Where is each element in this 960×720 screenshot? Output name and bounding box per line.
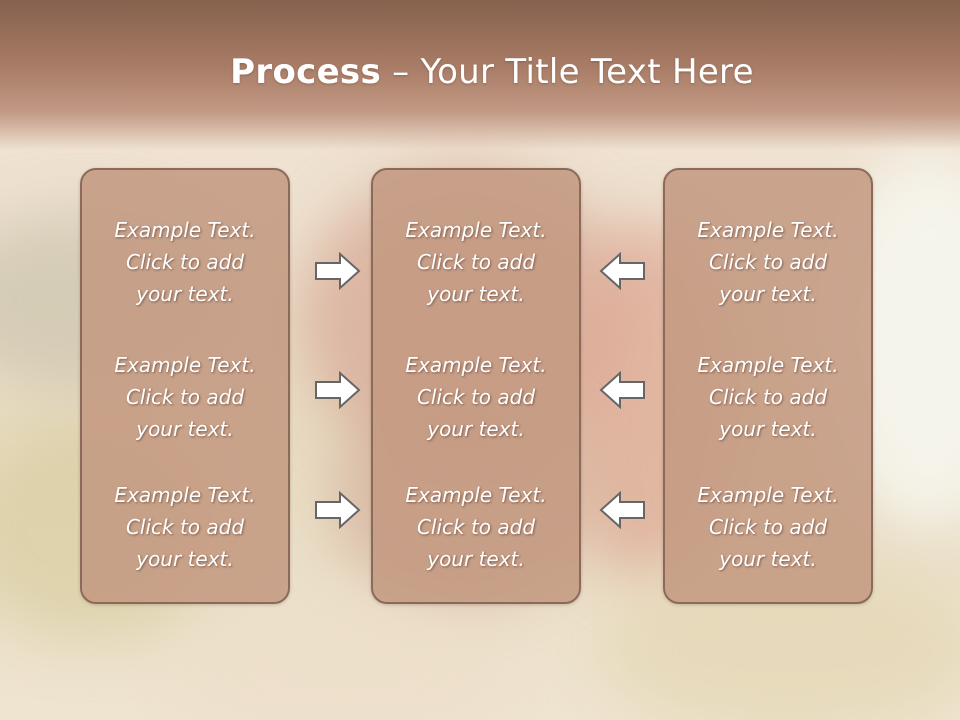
process-box-left[interactable]: Example Text. Click to add your text. Ex… <box>80 168 290 604</box>
slide-title[interactable]: Process – Your Title Text Here <box>0 52 960 92</box>
text-placeholder[interactable]: Example Text. Click to add your text. <box>114 353 256 441</box>
title-rest: – Your Title Text Here <box>381 52 754 92</box>
title-bold: Process <box>230 52 382 92</box>
text-placeholder[interactable]: Example Text. Click to add your text. <box>697 483 839 571</box>
arrow-left-icon <box>599 490 645 530</box>
arrow-right-icon <box>315 370 361 410</box>
text-placeholder[interactable]: Example Text. Click to add your text. <box>697 353 839 441</box>
process-box-center[interactable]: Example Text. Click to add your text. Ex… <box>371 168 581 604</box>
text-placeholder[interactable]: Example Text. Click to add your text. <box>405 483 547 571</box>
text-placeholder[interactable]: Example Text. Click to add your text. <box>405 353 547 441</box>
arrow-right-icon <box>315 490 361 530</box>
text-placeholder[interactable]: Example Text. Click to add your text. <box>114 218 256 306</box>
text-placeholder[interactable]: Example Text. Click to add your text. <box>114 483 256 571</box>
arrow-left-icon <box>599 251 645 291</box>
arrow-left-icon <box>599 370 645 410</box>
arrow-right-icon <box>315 251 361 291</box>
title-bar <box>0 0 960 150</box>
process-box-right[interactable]: Example Text. Click to add your text. Ex… <box>663 168 873 604</box>
text-placeholder[interactable]: Example Text. Click to add your text. <box>405 218 547 306</box>
text-placeholder[interactable]: Example Text. Click to add your text. <box>697 218 839 306</box>
